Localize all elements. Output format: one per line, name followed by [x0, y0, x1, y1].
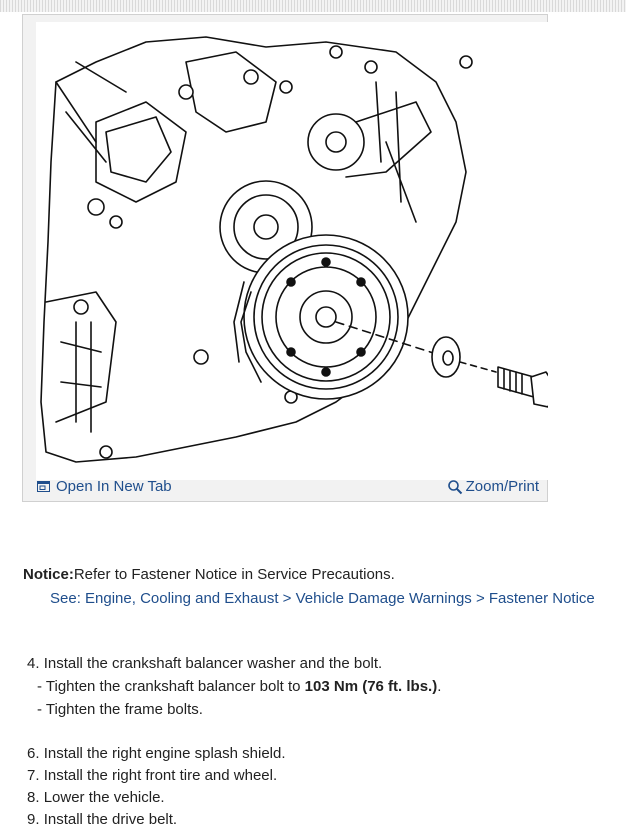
step-4: 4. Install the crankshaft balancer washe… — [27, 655, 382, 672]
figure-toolbar: Open In New Tab Zoom/Print — [23, 477, 547, 501]
step-7: 7. Install the right front tire and whee… — [27, 767, 277, 784]
open-in-new-tab-link[interactable]: Open In New Tab — [37, 478, 172, 495]
substep-tighten-balancer-bolt: - Tighten the crankshaft balancer bolt t… — [37, 678, 441, 695]
engine-crankshaft-balancer-illustration — [36, 22, 548, 480]
step-text: Install the crankshaft balancer washer a… — [43, 655, 383, 672]
step-8: 8. Lower the vehicle. — [27, 789, 165, 806]
fastener-notice-link[interactable]: See: Engine, Cooling and Exhaust > Vehic… — [50, 590, 595, 607]
notice-text: Refer to Fastener Notice in Service Prec… — [73, 566, 395, 583]
step-number: 4. — [27, 655, 40, 672]
substep-dash: - — [37, 678, 42, 695]
step-text: Install the right engine splash shield. — [43, 745, 286, 762]
top-dotted-strip — [0, 0, 626, 12]
step-number: 9. — [27, 811, 40, 828]
step-6: 6. Install the right engine splash shiel… — [27, 745, 286, 762]
step-9: 9. Install the drive belt. — [27, 811, 177, 828]
substep-text: Tighten the crankshaft balancer bolt to — [45, 678, 305, 695]
step-number: 7. — [27, 767, 40, 784]
new-tab-icon — [37, 481, 50, 492]
substep-tighten-frame-bolts: - Tighten the frame bolts. — [37, 701, 203, 718]
magnifier-icon — [447, 479, 462, 494]
notice-line: Notice:Refer to Fastener Notice in Servi… — [23, 566, 395, 583]
notice-label: Notice: — [23, 566, 74, 583]
figure-container: Open In New Tab Zoom/Print — [22, 14, 548, 502]
substep-text: Tighten the frame bolts. — [45, 701, 203, 718]
open-in-new-tab-label: Open In New Tab — [56, 478, 172, 495]
step-number: 8. — [27, 789, 40, 806]
step-text: Install the drive belt. — [43, 811, 178, 828]
step-text: Install the right front tire and wheel. — [43, 767, 278, 784]
zoom-print-label: Zoom/Print — [465, 478, 539, 495]
torque-spec: 103 Nm (76 ft. lbs.) — [304, 678, 438, 695]
substep-suffix: . — [437, 678, 442, 695]
substep-dash: - — [37, 701, 42, 718]
step-number: 6. — [27, 745, 40, 762]
zoom-print-link[interactable]: Zoom/Print — [447, 478, 539, 495]
step-text: Lower the vehicle. — [43, 789, 165, 806]
